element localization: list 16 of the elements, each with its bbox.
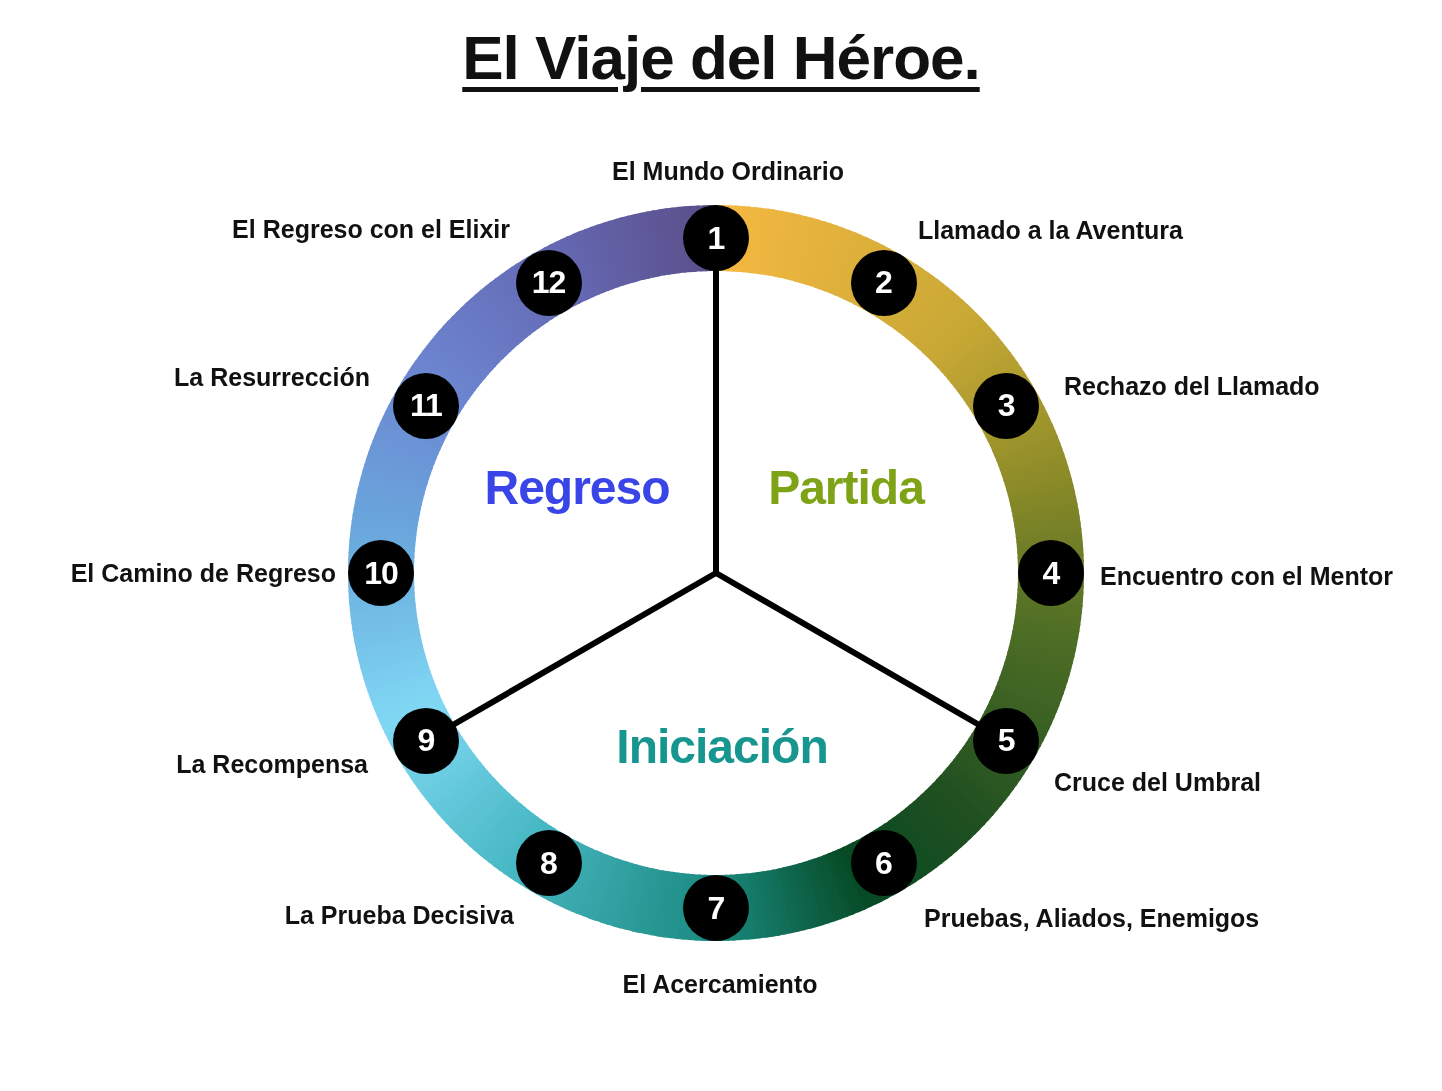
phase-label: Regreso [484, 459, 670, 515]
step-label: Encuentro con el Mentor [1100, 561, 1394, 591]
title: El Viaje del Héroe. [462, 23, 980, 92]
step-label: La Resurrección [174, 362, 370, 392]
step-label: El Camino de Regreso [70, 558, 336, 588]
step-label: El Mundo Ordinario [612, 156, 844, 186]
phase-label: Partida [768, 459, 924, 515]
step-label: El Regreso con el Elixir [232, 214, 510, 244]
step-label: Cruce del Umbral [1054, 767, 1261, 797]
step-label: El Acercamiento [622, 969, 818, 999]
phase-label: Iniciación [616, 718, 828, 774]
step-label: La Recompensa [176, 749, 368, 779]
step-label: Rechazo del Llamado [1064, 371, 1320, 401]
step-label: La Prueba Decisiva [284, 900, 514, 930]
step-label: Llamado a la Aventura [918, 215, 1183, 245]
step-label: Pruebas, Aliados, Enemigos [924, 903, 1260, 933]
